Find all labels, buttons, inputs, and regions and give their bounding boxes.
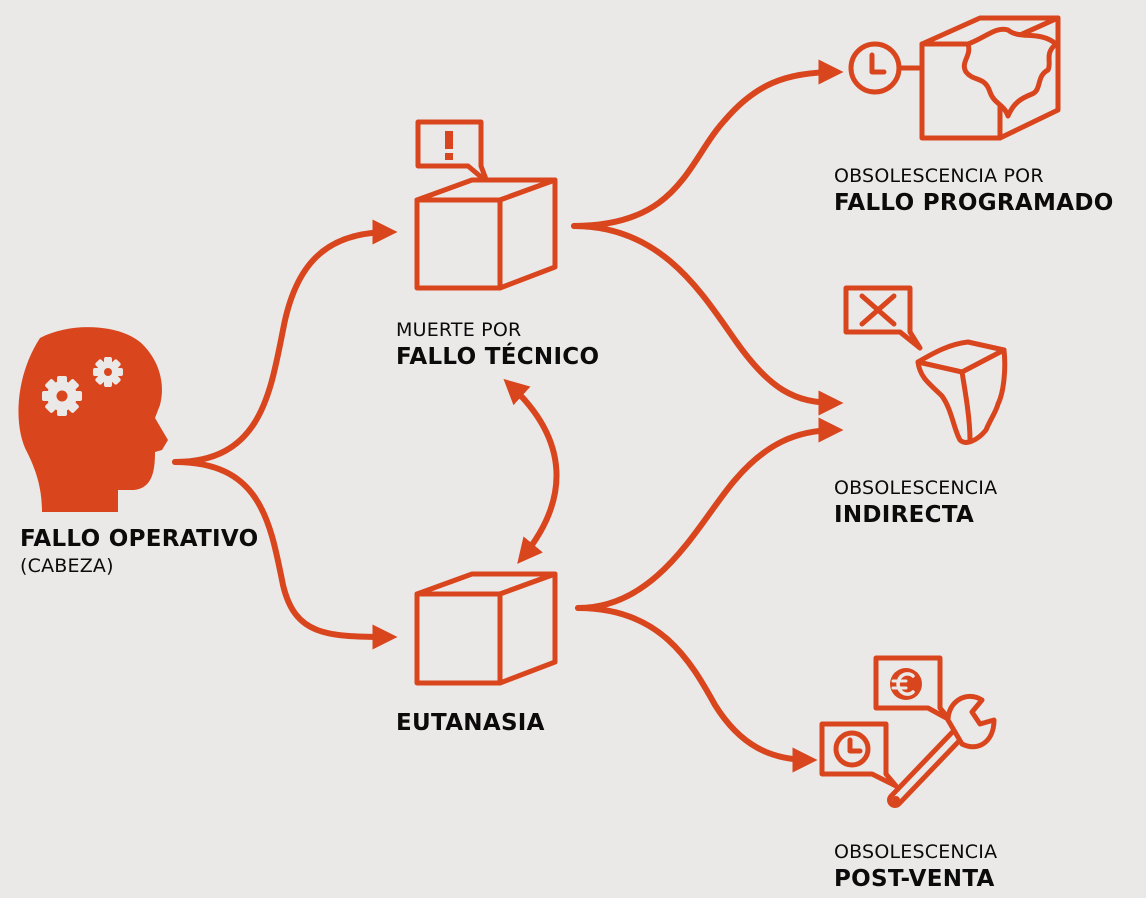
programado-title: FALLO PROGRAMADO [834, 190, 1114, 216]
fallo-operativo-title: FALLO OPERATIVO [20, 526, 259, 552]
postventa-title: POST-VENTA [834, 866, 995, 892]
edge-muerte-eutanasia [503, 378, 560, 564]
edge-fallo-to-eutanasia [172, 459, 398, 650]
edge-muerte-to-indirecta [571, 223, 844, 416]
euro-bubble-icon [873, 655, 953, 723]
head-gears-icon [18, 327, 169, 512]
programado-subtitle: OBSOLESCENCIA POR [834, 165, 1044, 187]
muerte-subtitle: MUERTE POR [396, 319, 522, 341]
indirecta-subtitle: OBSOLESCENCIA [834, 477, 998, 499]
muerte-title: FALLO TÉCNICO [396, 344, 600, 370]
gear-small [93, 357, 123, 387]
x-broken-box-icon [843, 285, 1008, 445]
wrench-icon [887, 693, 997, 808]
edge-muerte-to-programado [571, 59, 844, 229]
label-fallo-operativo: FALLO OPERATIVO (CABEZA) [20, 524, 258, 578]
alert-bubble-icon [415, 119, 490, 185]
clock-broken-box-icon [848, 15, 1061, 141]
label-postventa: OBSOLESCENCIA POST-VENTA [834, 840, 997, 894]
euro-clock-wrench-icon [819, 655, 997, 808]
broken-shard-icon [915, 339, 1008, 445]
postventa-subtitle: OBSOLESCENCIA [834, 841, 998, 863]
label-muerte-tecnico: MUERTE POR FALLO TÉCNICO [396, 318, 599, 372]
edge-eutanasia-to-postventa [575, 605, 818, 773]
indirecta-title: INDIRECTA [834, 502, 975, 528]
fallo-operativo-subtitle: (CABEZA) [20, 555, 114, 577]
gear-large [42, 376, 82, 416]
label-indirecta: OBSOLESCENCIA INDIRECTA [834, 476, 997, 530]
eutanasia-title: EUTANASIA [396, 710, 545, 736]
label-programado: OBSOLESCENCIA POR FALLO PROGRAMADO [834, 164, 1114, 218]
box-icon [414, 177, 558, 291]
label-eutanasia: EUTANASIA [396, 708, 545, 738]
x-bubble-icon [843, 285, 923, 351]
edge-fallo-to-muerte [172, 219, 398, 465]
clock-icon [848, 41, 925, 95]
box-icon [414, 571, 558, 686]
edge-eutanasia-to-indirecta [575, 417, 844, 611]
clock-bubble-icon [819, 721, 899, 789]
broken-box-icon [919, 15, 1061, 141]
box-alert-icon [414, 119, 558, 291]
